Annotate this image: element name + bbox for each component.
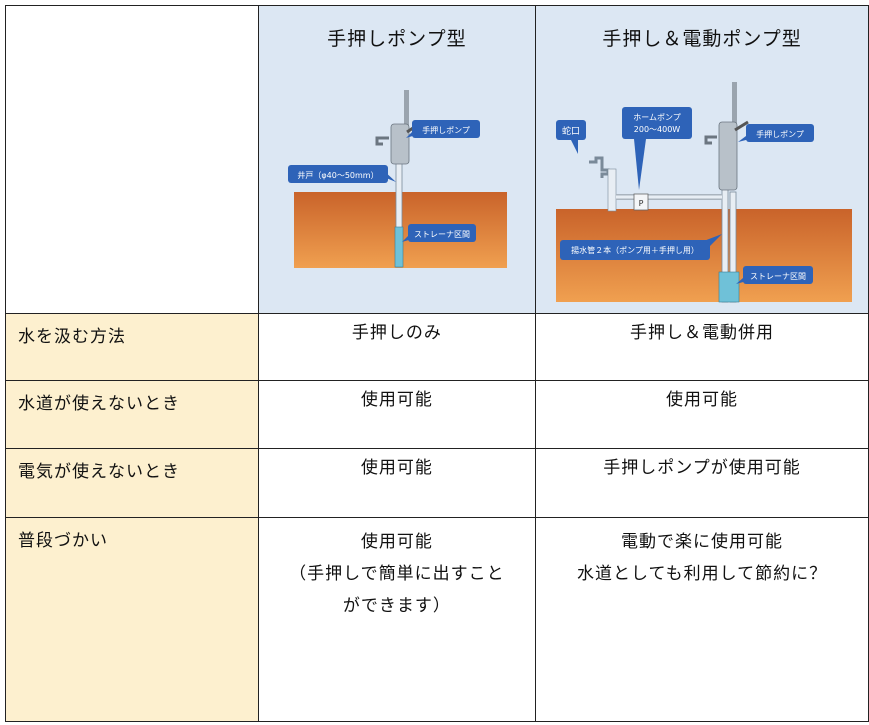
faucet-icon: [589, 156, 617, 212]
label-pipes: 揚水管２本（ポンプ用＋手押し用）: [571, 245, 699, 255]
cell-hand-electric-pump: 手押しポンプが使用可能: [535, 448, 869, 518]
callout-home-pump: ホームポンプ 200～400W: [622, 107, 693, 190]
comparison-table-wrapper: 手押しポンプ型: [5, 5, 869, 722]
row-label: 電気が使えないとき: [5, 448, 259, 518]
callout-pipes: 揚水管２本（ポンプ用＋手押し用）: [560, 234, 723, 260]
label-faucet: 蛇口: [562, 125, 580, 137]
table-row: 電気が使えないとき 使用可能 手押しポンプが使用可能: [5, 448, 869, 518]
strainer-section: [394, 226, 403, 268]
cell-hand-electric-pump: 手押し＆電動併用: [535, 313, 869, 381]
column-title-hand-electric-pump: 手押し＆電動ポンプ型: [602, 28, 802, 50]
label-strainer: ストレーナ区間: [414, 230, 470, 239]
header-cell-hand-electric-pump: 手押し＆電動ポンプ型: [535, 5, 869, 314]
cell-hand-pump: 使用可能: [257, 380, 537, 449]
callout-hand-pump: 手押しポンプ: [405, 120, 480, 138]
callout-faucet: 蛇口: [556, 120, 587, 154]
p-mark: P: [639, 199, 644, 208]
header-corner-cell: [5, 5, 259, 314]
comparison-table: 手押しポンプ型: [5, 5, 869, 722]
hand-electric-pump-diagram: P 蛇口 ホームポンプ 200～400W: [556, 82, 853, 303]
label-strainer: ストレーナ区間: [750, 272, 806, 281]
row-label: 普段づかい: [5, 517, 259, 722]
header-row: 手押しポンプ型: [5, 5, 869, 314]
row-label: 水を汲む方法: [5, 313, 259, 381]
callout-well: 井戸（φ40～50mm）: [287, 165, 396, 183]
row-label: 水道が使えないとき: [5, 380, 259, 449]
cell-hand-pump: 使用可能: [257, 448, 537, 518]
cell-hand-electric-pump: 使用可能: [535, 380, 869, 449]
table-row: 水を汲む方法 手押しのみ 手押し＆電動併用: [5, 313, 869, 381]
callout-strainer: ストレーナ区間: [736, 266, 814, 284]
table-row: 水道が使えないとき 使用可能 使用可能: [5, 380, 869, 449]
strainer-section: [718, 271, 740, 303]
label-hand-pump: 手押しポンプ: [756, 129, 804, 139]
callout-strainer: ストレーナ区間: [401, 224, 476, 242]
label-home-pump-line1: ホームポンプ: [633, 113, 681, 122]
hand-pump-diagram: 手押しポンプ 井戸（φ40～50mm） ストレーナ区間: [287, 90, 507, 268]
header-cell-hand-pump: 手押しポンプ型: [257, 5, 537, 314]
label-home-pump-line2: 200～400W: [634, 125, 681, 134]
callout-hand-pump: 手押しポンプ: [738, 124, 815, 142]
label-hand-pump: 手押しポンプ: [422, 125, 470, 135]
label-well: 井戸（φ40～50mm）: [297, 170, 378, 180]
table-row: 普段づかい 使用可能 （手押しで簡単に出すこと ができます） 電動で楽に使用可能…: [5, 517, 869, 722]
cell-hand-electric-pump: 電動で楽に使用可能 水道としても利用して節約に？: [535, 517, 869, 722]
cell-hand-pump: 手押しのみ: [257, 313, 537, 381]
home-pump-box: P: [633, 193, 649, 211]
hand-pump-icon: [704, 82, 749, 191]
cell-hand-pump: 使用可能 （手押しで簡単に出すこと ができます）: [257, 517, 537, 722]
column-title-hand-pump: 手押しポンプ型: [327, 28, 467, 50]
